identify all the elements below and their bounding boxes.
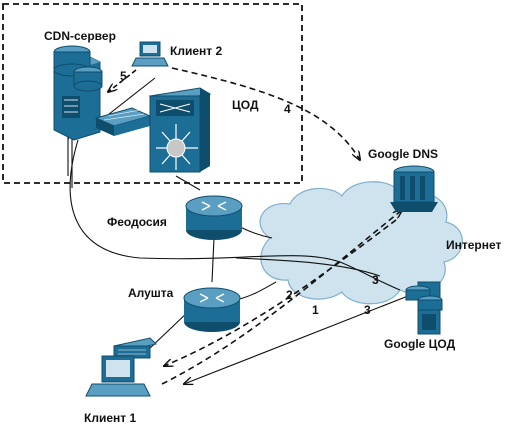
label-client1: Клиент 1 [84,411,136,425]
route-solid-back [235,257,381,277]
arrow-to-client1 [184,295,409,384]
step-3a: 3 [372,273,379,287]
google-dc-server-icon [405,281,443,335]
step-5: 5 [120,69,127,83]
step-4: 4 [284,102,291,116]
cdn-server-icon [53,45,103,141]
route-dashed-4 [171,67,360,160]
route-dashed-1 [161,210,402,385]
label-internet: Интернет [446,238,502,252]
step-3b: 3 [364,303,371,317]
route-dashed-5 [108,69,137,92]
label-feodosia: Феодосия [107,215,167,229]
step-2: 2 [286,288,293,302]
client1-workstation-icon [85,355,151,397]
client2-workstation-icon [131,41,169,67]
firewall-icon [94,107,152,136]
google-dns-server-icon [390,165,438,212]
router-alushta-icon [183,287,241,332]
label-client2: Клиент 2 [170,44,222,58]
router-feodosia-icon [185,195,243,240]
step-1: 1 [312,303,319,317]
network-links [67,77,277,351]
label-google-dns: Google DNS [368,147,438,161]
route-dashed-2 [164,219,397,366]
client1-firewall-icon [113,337,157,359]
label-cdn-server: CDN-сервер [44,29,116,43]
label-google-dc: Google ЦОД [384,337,456,351]
core-switch-icon [148,87,212,173]
label-alushta: Алушта [128,286,174,300]
label-dc: ЦОД [232,98,259,112]
